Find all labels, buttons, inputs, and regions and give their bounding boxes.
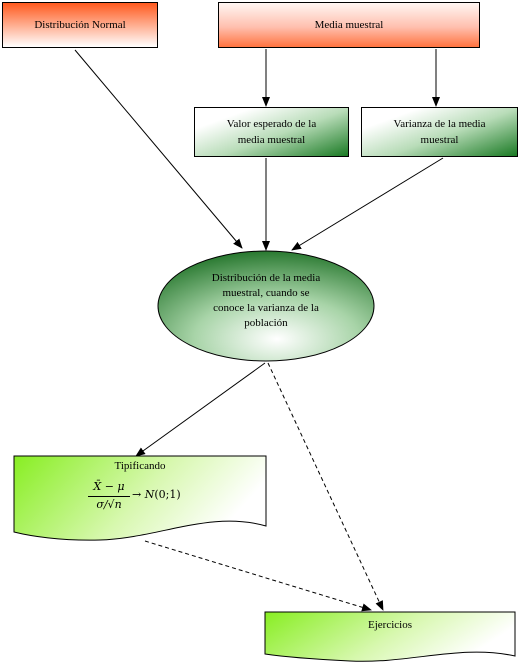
formula-distribution: N: [144, 488, 155, 501]
doc-ejercicios: [264, 611, 516, 662]
dashed-arrow-tipificando-to-ejercicios: [144, 540, 372, 612]
doc-tipificando: [13, 455, 267, 541]
arrow-ellipse-to-tipificando: [135, 362, 266, 457]
valor-esperado-box: Valor esperado de la media muestral: [194, 107, 349, 157]
fraction-bar: [88, 496, 130, 497]
ejercicios-label: Ejercicios: [368, 619, 412, 631]
varianza-box: Varianza de la media muestral: [361, 107, 518, 157]
ellipse-line4: población: [244, 317, 288, 329]
formula-params: (0;1): [154, 488, 181, 501]
ellipse-line3: conoce la varianza de la: [213, 302, 319, 314]
formula-numerator: X̄ − μ: [93, 480, 125, 493]
formula-denominator: σ/√n: [96, 498, 122, 511]
media-muestral-label: Media muestral: [314, 19, 384, 31]
tipificando-label: Tipificando: [114, 460, 166, 472]
valor-esperado-line2: media muestral: [237, 134, 306, 146]
ellipse-line2: muestral, cuando se: [222, 287, 310, 299]
distribucion-normal-box: Distribución Normal: [2, 2, 158, 48]
dashed-arrow-ellipse-to-ejercicios: [267, 362, 384, 611]
formula-rhs: → N(0;1): [132, 488, 181, 501]
varianza-line1: Varianza de la media: [393, 118, 486, 130]
standardization-formula: X̄ − μ σ/√n → N(0;1): [88, 480, 218, 522]
ellipse-distribucion-media: [157, 250, 375, 362]
ellipse-text: Distribución de la media muestral, cuand…: [186, 271, 346, 331]
distribucion-normal-label: Distribución Normal: [34, 19, 126, 31]
arrow-normal-to-ellipse: [74, 49, 243, 249]
media-muestral-box: Media muestral: [218, 2, 480, 48]
right-arrow-icon: →: [132, 488, 142, 501]
varianza-line2: muestral: [420, 134, 459, 146]
formula-fraction: X̄ − μ σ/√n: [88, 480, 130, 513]
arrow-varianza-to-ellipse: [291, 157, 444, 251]
valor-esperado-line1: Valor esperado de la: [226, 118, 317, 130]
ellipse-line1: Distribución de la media: [211, 272, 321, 284]
